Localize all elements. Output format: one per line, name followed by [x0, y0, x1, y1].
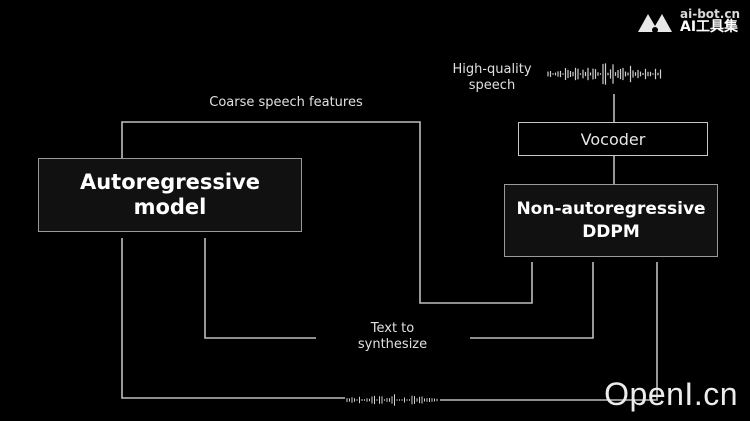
- ai-bot-url: ai-bot.cn: [680, 7, 740, 21]
- vocoder-box: Vocoder: [518, 122, 708, 156]
- input-waveform: [346, 394, 438, 406]
- wave-to-ddpm-line: [440, 262, 658, 401]
- ai-bot-name: AI工具集: [680, 19, 739, 35]
- ai-bot-watermark: ai-bot.cn AI工具集: [636, 8, 740, 34]
- ar-bottom-line: [121, 238, 345, 399]
- autoregressive-model-box: Autoregressive model: [38, 158, 302, 232]
- text-to-ar-line: [204, 238, 316, 339]
- coarse-features-label: Coarse speech features: [209, 95, 363, 110]
- coarse-features-arrow: [121, 121, 533, 304]
- text-to-ddpm-line: [470, 262, 594, 339]
- high-quality-speech-label: High-quality speech: [452, 62, 532, 93]
- output-waveform: [547, 63, 662, 85]
- text-to-synthesize-label: Text to synthesize: [357, 321, 428, 352]
- ai-bot-logo-icon: [638, 14, 673, 33]
- openi-watermark: OpenI.cn: [604, 376, 738, 412]
- ddpm-box: Non-autoregressive DDPM: [504, 184, 718, 257]
